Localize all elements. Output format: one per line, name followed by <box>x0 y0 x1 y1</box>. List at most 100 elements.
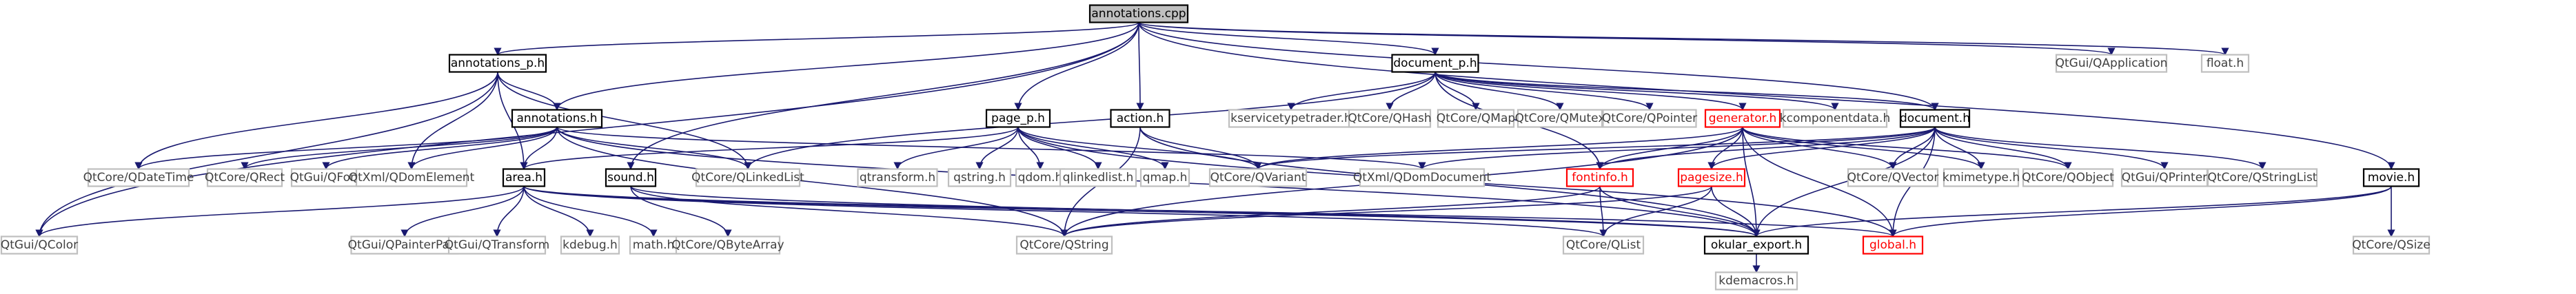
node-box <box>1714 271 1798 291</box>
node-box <box>2055 54 2168 73</box>
file-node-pagesize-h[interactable]: pagesize.h <box>1677 168 1746 187</box>
file-node-document-h[interactable]: document.h <box>1899 109 1971 128</box>
file-node-qvariant: QtCore/QVariant <box>1208 168 1308 187</box>
file-node-document-p-h[interactable]: document_p.h <box>1391 54 1479 73</box>
file-node-okular-export[interactable]: okular_export.h <box>1703 235 1809 255</box>
include-edge-fontinfo_h-to-qlist <box>1599 186 1608 238</box>
file-node-qstring-h: qstring.h <box>947 168 1012 187</box>
node-label: QtCore/QVector <box>1847 171 1939 185</box>
node-label: kcomponentdata.h <box>1780 112 1891 125</box>
node-box <box>1110 109 1170 128</box>
include-edge-movie_h-to-global_h <box>1889 186 2392 238</box>
node-label: QtCore/QLinkedList <box>691 171 804 185</box>
node-box <box>448 54 547 73</box>
file-node-qstring: QtCore/QString <box>1015 235 1113 255</box>
include-edge-fontinfo_h-to-qstring <box>1060 186 1601 238</box>
include-edge-annotations_cpp-to-document_h <box>1138 22 1939 111</box>
node-box <box>947 168 1012 187</box>
node-label: annotations.h <box>516 112 597 125</box>
file-node-qfont: QtGui/QFont <box>290 168 363 187</box>
file-node-action-h[interactable]: action.h <box>1110 109 1170 128</box>
file-node-qdatetime: QtCore/QDateTime <box>83 168 194 187</box>
node-label: QtGui/QApplication <box>2056 56 2168 70</box>
include-edge-area_h-to-math_h <box>523 186 658 238</box>
file-node-fontinfo-h[interactable]: fontinfo.h <box>1565 168 1634 187</box>
file-node-area-h[interactable]: area.h <box>502 168 546 187</box>
include-edge-page_p_h-to-area_h <box>520 126 1019 170</box>
include-edge-document_h-to-okular_export <box>1752 127 1936 238</box>
include-edge-movie_h-to-okular_export <box>1752 185 2392 238</box>
node-label: okular_export.h <box>1711 238 1802 252</box>
file-node-qmutex: QtCore/QMutex <box>1515 109 1605 128</box>
node-label: QtCore/QVariant <box>1210 171 1306 185</box>
file-node-annotations-cpp[interactable]: annotations.cpp <box>1088 4 1189 23</box>
file-node-qlinkedlist-h: qlinkedlist.h <box>1059 168 1137 187</box>
node-label: kdemacros.h <box>1718 274 1794 288</box>
node-label: pagesize.h <box>1680 171 1743 185</box>
include-edge-page_p_h-to-qtransform_h <box>893 127 1019 170</box>
file-node-annotations-h[interactable]: annotations.h <box>511 109 603 128</box>
node-box <box>560 235 620 255</box>
include-edge-annotations_h-to-qdomdocument <box>556 126 1426 170</box>
include-edge-page_p_h-to-qstring_h <box>975 127 1019 170</box>
file-node-page-p-h[interactable]: page_p.h <box>985 109 1051 128</box>
node-box <box>1704 109 1781 128</box>
file-node-qstringlist: QtCore/QStringList <box>2207 168 2318 187</box>
include-edge-annotations_p_h-to-annotations_h <box>497 72 561 111</box>
include-edge-document_p_h-to-qmutex <box>1434 72 1564 111</box>
include-edge-pagesize_h-to-okular_export <box>1711 186 1761 238</box>
node-box <box>1437 109 1515 128</box>
file-node-qpointer: QtCore/QPointer <box>1602 109 1697 128</box>
include-edge-page_p_h-to-qvariant <box>1017 127 1262 170</box>
node-label: QtCore/QByteArray <box>671 238 784 252</box>
include-edge-generator_h-to-kmimetype <box>1742 127 1985 170</box>
include-edge-annotations_h-to-qdomelement <box>407 127 558 170</box>
include-edges <box>35 21 2395 273</box>
include-edge-document_p_h-to-qhash <box>1386 72 1436 111</box>
node-box <box>87 168 190 187</box>
node-label: qdom.h <box>1018 171 1063 185</box>
include-edge-sound_h-to-qbytearray <box>630 186 732 238</box>
node-box <box>1943 168 2020 187</box>
node-label: QtCore/QStringList <box>2208 171 2318 185</box>
include-edge-area_h-to-qcolor <box>35 186 525 238</box>
node-box <box>1139 168 1190 187</box>
include-edge-annotations_cpp-to-annotations_p_h <box>494 21 1139 56</box>
include-edge-annotations_h-to-qrect <box>241 127 558 170</box>
node-box <box>1562 235 1645 255</box>
file-node-qsize: QtCore/QSize <box>2352 235 2431 255</box>
include-edge-generator_h-to-qvariant <box>1254 126 1743 170</box>
node-box <box>1899 109 1971 128</box>
include-edge-generator_h-to-global_h <box>1742 127 1897 238</box>
node-box <box>1602 109 1697 128</box>
file-node-qvector: QtCore/QVector <box>1847 168 1939 187</box>
include-edge-document_h-to-qprinter <box>1934 127 2169 170</box>
node-box <box>502 168 546 187</box>
file-node-qbytearray: QtCore/QByteArray <box>671 235 784 255</box>
node-box <box>1359 168 1485 187</box>
node-label: QtCore/QHash <box>1348 112 1431 125</box>
file-node-movie-h[interactable]: movie.h <box>2362 168 2420 187</box>
node-label: QtCore/QRect <box>205 171 285 185</box>
node-box <box>0 235 79 255</box>
node-box <box>1517 109 1603 128</box>
file-node-generator-h[interactable]: generator.h <box>1704 109 1781 128</box>
include-edge-document_p_h-to-kcomp <box>1434 71 1839 111</box>
node-box <box>1208 168 1308 187</box>
node-label: QtXml/QDomDocument <box>1353 171 1492 185</box>
include-edge-annotations_cpp-to-annotations_h <box>553 22 1139 111</box>
node-box <box>1862 235 1924 255</box>
node-label: qmap.h <box>1143 171 1188 185</box>
node-box <box>1565 168 1634 187</box>
file-node-annotations-p-h[interactable]: annotations_p.h <box>448 54 547 73</box>
node-box <box>695 168 801 187</box>
file-node-sound-h[interactable]: sound.h <box>605 168 657 187</box>
file-node-qobject: QtCore/QObject <box>2022 168 2114 187</box>
file-node-kcomp: kcomponentdata.h <box>1780 109 1891 128</box>
node-label: QtCore/QList <box>1566 238 1641 252</box>
include-edge-area_h-to-qlist <box>523 185 1608 238</box>
file-node-global-h[interactable]: global.h <box>1862 235 1924 255</box>
file-node-qapplication: QtGui/QApplication <box>2055 54 2168 73</box>
node-box <box>675 235 781 255</box>
include-edge-page_p_h-to-qlinkedlist_h <box>1017 127 1102 170</box>
